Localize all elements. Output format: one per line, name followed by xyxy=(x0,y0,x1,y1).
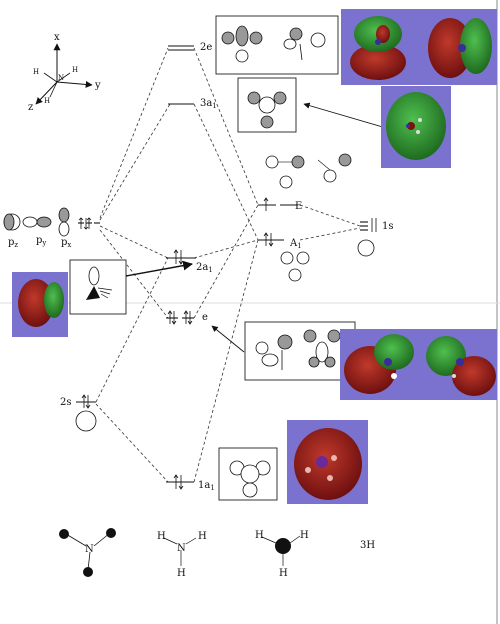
h3-label-A1: A1 xyxy=(289,238,302,250)
mo-label-3a1: 3a1 xyxy=(200,98,217,110)
n-p-orbitals: pz py px xyxy=(3,207,71,249)
orbital-label-py: py xyxy=(36,235,46,247)
orbital-render-1a1 xyxy=(287,420,368,504)
hdot-h-right: H xyxy=(300,530,309,541)
mo-label-1a1: 1a1 xyxy=(198,480,215,492)
orbital-label-pz: pz xyxy=(8,237,18,249)
structure-nh3: H H N H xyxy=(157,531,207,579)
sketch-box-1a1 xyxy=(218,447,278,501)
sketch-box-e xyxy=(244,321,356,381)
mo-level-e: e xyxy=(166,310,208,325)
hdot-h-bottom: H xyxy=(279,568,288,579)
arrow-e xyxy=(211,325,245,353)
orbital-render-3a1 xyxy=(381,86,451,168)
structure-n-label: N xyxy=(85,544,94,555)
nh3-h-left: H xyxy=(157,531,166,542)
axis-h-bottom: H xyxy=(44,97,50,105)
axis-label-z: z xyxy=(28,102,33,113)
h3-level-E: E xyxy=(258,197,302,212)
mo-level-1a1: 1a1 xyxy=(166,474,215,492)
h3-label-E: E xyxy=(295,201,302,212)
hdot-h-left: H xyxy=(255,530,264,541)
h3-e-sketch xyxy=(265,153,352,189)
orbital-render-2e xyxy=(341,9,497,85)
sketch-box-2a1 xyxy=(69,259,127,315)
h-label-1s: 1s xyxy=(382,221,394,232)
mo-level-2e: 2e xyxy=(168,42,212,53)
orbital-label-px: px xyxy=(61,237,71,249)
h3-level-A1: A1 xyxy=(258,232,302,250)
h-1s-level: 1s xyxy=(357,218,394,257)
mo-label-2a1: 2a1 xyxy=(196,262,213,274)
orbital-render-e xyxy=(340,329,497,400)
correlation-lines xyxy=(95,47,361,483)
axis-label-y: y xyxy=(94,80,101,91)
axis-label-x: x xyxy=(54,32,60,43)
orbital-label-2s: 2s xyxy=(60,397,72,408)
mo-label-2e: 2e xyxy=(200,42,212,53)
arrow-2a1 xyxy=(125,260,193,277)
orbital-render-2a1 xyxy=(12,272,68,337)
mo-level-2a1: 2a1 xyxy=(166,249,213,274)
n-p-level xyxy=(78,217,100,230)
n-2s-level: 2s xyxy=(60,394,97,432)
structure-n-dots: N xyxy=(59,528,116,577)
structure-3h-label: 3H xyxy=(360,540,375,551)
coordinate-axes: x y z H H H N xyxy=(28,32,101,113)
nh3-h-right: H xyxy=(198,531,207,542)
nh3-h-bottom: H xyxy=(177,568,186,579)
sketch-box-2e xyxy=(215,15,339,75)
axis-n: N xyxy=(58,74,64,82)
mo-label-e: e xyxy=(202,312,208,323)
axis-h-right: H xyxy=(72,66,78,74)
structure-h-dot: H H H xyxy=(255,530,309,579)
axis-h-left: H xyxy=(33,68,39,76)
nh3-n: N xyxy=(177,543,186,554)
h3-a1-sketch xyxy=(280,251,310,282)
arrow-3a1 xyxy=(303,102,387,129)
mo-level-3a1: 3a1 xyxy=(168,98,217,110)
sketch-box-3a1 xyxy=(237,77,297,133)
